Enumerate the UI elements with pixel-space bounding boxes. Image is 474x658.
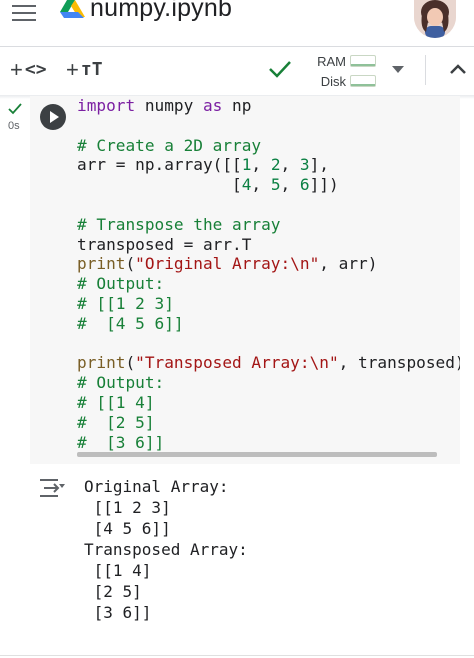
code-line[interactable] xyxy=(77,116,460,136)
code-line[interactable]: # [4 5 6]] xyxy=(77,314,460,334)
code-token: # [3 6]] xyxy=(77,432,165,452)
code-line[interactable]: import numpy as np xyxy=(77,96,460,116)
code-token: [ xyxy=(77,175,242,195)
code-token: 1 xyxy=(241,155,252,175)
ram-label: RAM xyxy=(317,53,346,69)
code-token: # Output: xyxy=(77,373,165,393)
code-line[interactable]: print("Original Array:\n", arr) xyxy=(77,254,460,274)
execution-time: 0s xyxy=(8,120,20,132)
ram-bar xyxy=(350,55,376,67)
bottom-divider xyxy=(0,655,474,656)
code-token: ]]) xyxy=(309,175,339,195)
avatar-image xyxy=(414,0,456,38)
code-token: numpy xyxy=(135,96,203,115)
code-token: # Transpose the array xyxy=(77,214,281,234)
code-token: , transposed) xyxy=(338,353,460,373)
code-token: 5 xyxy=(270,175,281,195)
code-line[interactable] xyxy=(77,334,460,354)
code-line[interactable]: # Transpose the array xyxy=(77,215,460,235)
code-token: print xyxy=(77,254,126,274)
disk-row: Disk xyxy=(306,71,376,91)
code-token: # [[1 2 3] xyxy=(77,293,174,313)
code-token: ], xyxy=(309,155,329,175)
code-line[interactable]: # Output: xyxy=(77,373,460,393)
hamburger-icon[interactable] xyxy=(12,2,36,22)
notebook-toolbar: + <> + тТ RAM Disk xyxy=(0,47,474,95)
notebook-title[interactable]: numpy.ipynb xyxy=(90,0,233,22)
code-line[interactable]: # Output: xyxy=(77,274,460,294)
code-token: transposed = arr.T xyxy=(77,234,252,254)
output-line: [2 5] xyxy=(84,582,142,601)
code-token: ( xyxy=(125,254,136,274)
code-token: # Create a 2D array xyxy=(77,135,262,155)
run-cell-button[interactable] xyxy=(40,104,66,130)
horizontal-scrollbar[interactable] xyxy=(77,452,437,457)
execution-check-icon xyxy=(8,103,22,115)
output-line: Original Array: xyxy=(84,477,229,496)
resource-monitor[interactable]: RAM Disk xyxy=(306,51,376,91)
toolbar-separator xyxy=(425,55,426,85)
code-token: , xyxy=(280,175,300,195)
code-line[interactable]: # Create a 2D array xyxy=(77,136,460,156)
code-token: np xyxy=(222,96,252,115)
code-token: 6 xyxy=(299,175,310,195)
output-line: [[1 2 3] xyxy=(84,498,171,517)
code-token: , arr) xyxy=(319,254,378,274)
code-token: 2 xyxy=(270,155,281,175)
code-token: import xyxy=(77,96,136,115)
google-drive-logo[interactable] xyxy=(56,0,86,24)
ram-row: RAM xyxy=(306,51,376,71)
code-line[interactable]: transposed = arr.T xyxy=(77,235,460,255)
code-line[interactable]: [4, 5, 6]]) xyxy=(77,175,460,195)
disk-label: Disk xyxy=(320,73,346,89)
add-code-cell-button[interactable]: + <> xyxy=(10,57,47,83)
code-line[interactable]: # [3 6]] xyxy=(77,433,460,453)
code-token: print xyxy=(77,353,126,373)
code-token: , xyxy=(280,155,300,175)
code-token: ( xyxy=(125,353,136,373)
code-token: "Transposed Array:\n" xyxy=(135,353,339,373)
output-toggle-icon[interactable] xyxy=(38,477,66,499)
output-line: Transposed Array: xyxy=(84,540,248,559)
code-line[interactable]: print("Transposed Array:\n", transposed) xyxy=(77,353,460,373)
code-token: , xyxy=(251,175,271,195)
header-divider xyxy=(0,46,474,47)
output-line: [3 6]] xyxy=(84,603,152,622)
chevron-up-icon[interactable] xyxy=(448,59,468,79)
code-token: # [[1 4] xyxy=(77,392,155,412)
code-line[interactable]: # [[1 4] xyxy=(77,393,460,413)
plus-icon: + xyxy=(66,57,79,82)
caret-down-icon[interactable] xyxy=(390,61,406,77)
output-line: [[1 4] xyxy=(84,561,152,580)
app-header: numpy.ipynb xyxy=(0,0,474,46)
code-line[interactable]: # [2 5] xyxy=(77,413,460,433)
output-line: [4 5 6]] xyxy=(84,519,171,538)
code-icon: <> xyxy=(24,59,47,80)
code-token: # [2 5] xyxy=(77,412,155,432)
add-text-cell-button[interactable]: + тТ xyxy=(66,57,103,83)
code-token: # [4 5 6]] xyxy=(77,313,184,333)
code-token: 3 xyxy=(299,155,310,175)
code-line[interactable]: arr = np.array([[1, 2, 3], xyxy=(77,155,460,175)
code-token: , xyxy=(251,155,271,175)
cell-output: Original Array: [[1 2 3] [4 5 6]] Transpo… xyxy=(84,476,248,623)
disk-bar xyxy=(350,75,376,87)
code-line[interactable]: # [[1 2 3] xyxy=(77,294,460,314)
text-format-icon: тТ xyxy=(80,59,103,80)
code-token: "Original Array:\n" xyxy=(135,254,320,274)
code-token: # Output: xyxy=(77,274,165,294)
code-line[interactable] xyxy=(77,195,460,215)
code-token: 4 xyxy=(241,175,252,195)
code-token: arr = np.array([[ xyxy=(77,155,242,175)
plus-icon: + xyxy=(10,57,23,82)
code-token: as xyxy=(202,96,223,115)
checkmark-icon[interactable] xyxy=(266,55,294,83)
user-avatar[interactable] xyxy=(414,0,456,38)
